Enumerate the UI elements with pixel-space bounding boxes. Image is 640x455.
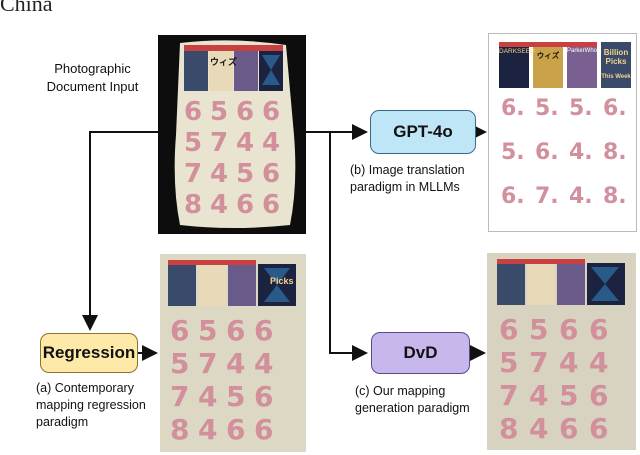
digit: 6: [262, 97, 281, 127]
digit: 8.: [603, 184, 627, 209]
digit: 6: [589, 379, 609, 412]
digit: 4: [529, 379, 549, 412]
digit: 7: [499, 379, 519, 412]
arrow-input-to-dvd: [329, 132, 368, 361]
digit: 7: [210, 128, 229, 158]
digit: 7: [529, 346, 549, 379]
page-header-fragment: China: [0, 0, 53, 16]
digit: 6.: [501, 96, 525, 121]
digit: 5: [198, 314, 218, 347]
digit: 5: [529, 313, 549, 346]
digit: 4: [559, 346, 579, 379]
gpt-strip-title-3: ParkerWho?: [567, 48, 601, 54]
digit: 5: [210, 97, 229, 127]
regression-output-graphic: [160, 254, 306, 452]
digit: 4: [236, 128, 255, 158]
digit: 6: [236, 97, 255, 127]
regression-caption: (a) Contemporary mapping regression para…: [36, 380, 158, 431]
digit: 6: [254, 380, 274, 413]
digit: 7: [170, 380, 190, 413]
digit: 6.: [501, 184, 525, 209]
digit: 4: [589, 346, 609, 379]
gpt-caption-line2: paradigm in MLLMs: [350, 180, 460, 194]
gpt-strip-title-1: DARKSEED: [499, 48, 535, 55]
dvd-caption-line1: (c) Our mapping: [355, 384, 446, 398]
digit: 6: [184, 97, 203, 127]
regression-caption-line3: paradigm: [36, 415, 89, 429]
dvd-output-graphic: [487, 253, 636, 450]
digit: 6.: [603, 96, 627, 121]
digit: 4: [529, 412, 549, 445]
regression-caption-line1: (a) Contemporary: [36, 381, 134, 395]
digit: 4: [210, 159, 229, 189]
input-document-photo: ウィズ 6 5 6 6 5 7 4 4 7 4 5 6 8 4 6 6: [158, 35, 306, 234]
digit: 5: [184, 128, 203, 158]
digit: 7.: [535, 184, 559, 209]
digit: 6: [559, 412, 579, 445]
dvd-caption-line2: generation paradigm: [355, 401, 470, 415]
digit: 6.: [535, 140, 559, 165]
digit: 8: [170, 413, 190, 446]
digit: 6: [589, 412, 609, 445]
dvd-caption: (c) Our mapping generation paradigm: [355, 383, 485, 417]
gpt-output-graphic: [499, 42, 631, 88]
digit: 5: [559, 379, 579, 412]
digit: 5: [170, 347, 190, 380]
regression-digit-grid: 6 5 6 6 5 7 4 4 7 4 5 6 8 4 6 6: [170, 314, 282, 446]
digit: 4: [262, 128, 281, 158]
digit: 6: [559, 313, 579, 346]
digit: 4.: [569, 184, 593, 209]
digit: 4: [254, 347, 274, 380]
digit: 6: [254, 413, 274, 446]
digit: 6: [170, 314, 190, 347]
input-label: Photographic Document Input: [30, 60, 155, 96]
digit: 5: [226, 380, 246, 413]
gpt-caption-line1: (b) Image translation: [350, 163, 465, 177]
digit: 6: [262, 159, 281, 189]
gpt-strip-title-4: Billion Picks: [603, 48, 629, 66]
digit: 4: [210, 190, 229, 220]
digit: 6: [254, 314, 274, 347]
input-label-line1: Photographic: [54, 61, 131, 76]
regression-output-document: Picks 6 5 6 6 5 7 4 4 7 4 5 6 8 4 6 6: [160, 254, 306, 452]
digit: 5: [236, 159, 255, 189]
gpt-strip-subtitle: This Week: [601, 74, 631, 80]
input-strip-title: ウィズ: [210, 57, 238, 67]
digit: 5: [499, 346, 519, 379]
regression-caption-line2: mapping regression: [36, 398, 146, 412]
digit: 6: [262, 190, 281, 220]
gpt-caption: (b) Image translation paradigm in MLLMs: [350, 162, 480, 196]
digit: 6: [589, 313, 609, 346]
gpt-4o-method-box: GPT-4o: [370, 110, 476, 154]
gpt-digit-grid: 6. 5. 5. 6. 5. 6. 4. 8. 6. 7. 4. 8.: [501, 96, 633, 226]
digit: 6: [226, 314, 246, 347]
digit: 8.: [603, 140, 627, 165]
digit: 4: [226, 347, 246, 380]
digit: 5.: [501, 140, 525, 165]
digit: 6: [499, 313, 519, 346]
digit: 8: [499, 412, 519, 445]
regression-strip-title: Picks: [270, 276, 294, 286]
input-digit-grid: 6 5 6 6 5 7 4 4 7 4 5 6 8 4 6 6: [184, 97, 284, 222]
digit: 4: [198, 380, 218, 413]
digit: 4.: [569, 140, 593, 165]
gpt-output-document: DARKSEED ウィズ ParkerWho? Billion Picks Th…: [488, 33, 637, 232]
digit: 6: [236, 190, 255, 220]
digit: 8: [184, 190, 203, 220]
digit: 7: [198, 347, 218, 380]
digit: 5.: [569, 96, 593, 121]
dvd-digit-grid: 6 5 6 6 5 7 4 4 7 4 5 6 8 4 6 6: [499, 313, 619, 445]
dvd-method-box: DvD: [371, 332, 470, 374]
digit: 4: [198, 413, 218, 446]
input-label-line2: Document Input: [46, 79, 139, 94]
regression-method-box: Regression: [40, 333, 138, 373]
input-document-graphic: [174, 40, 296, 228]
dvd-output-document: 6 5 6 6 5 7 4 4 7 4 5 6 8 4 6 6: [487, 253, 636, 450]
digit: 6: [226, 413, 246, 446]
digit: 7: [184, 159, 203, 189]
gpt-strip-title-2: ウィズ: [536, 51, 560, 60]
digit: 5.: [535, 96, 559, 121]
arrow-input-to-regression: [82, 131, 158, 331]
